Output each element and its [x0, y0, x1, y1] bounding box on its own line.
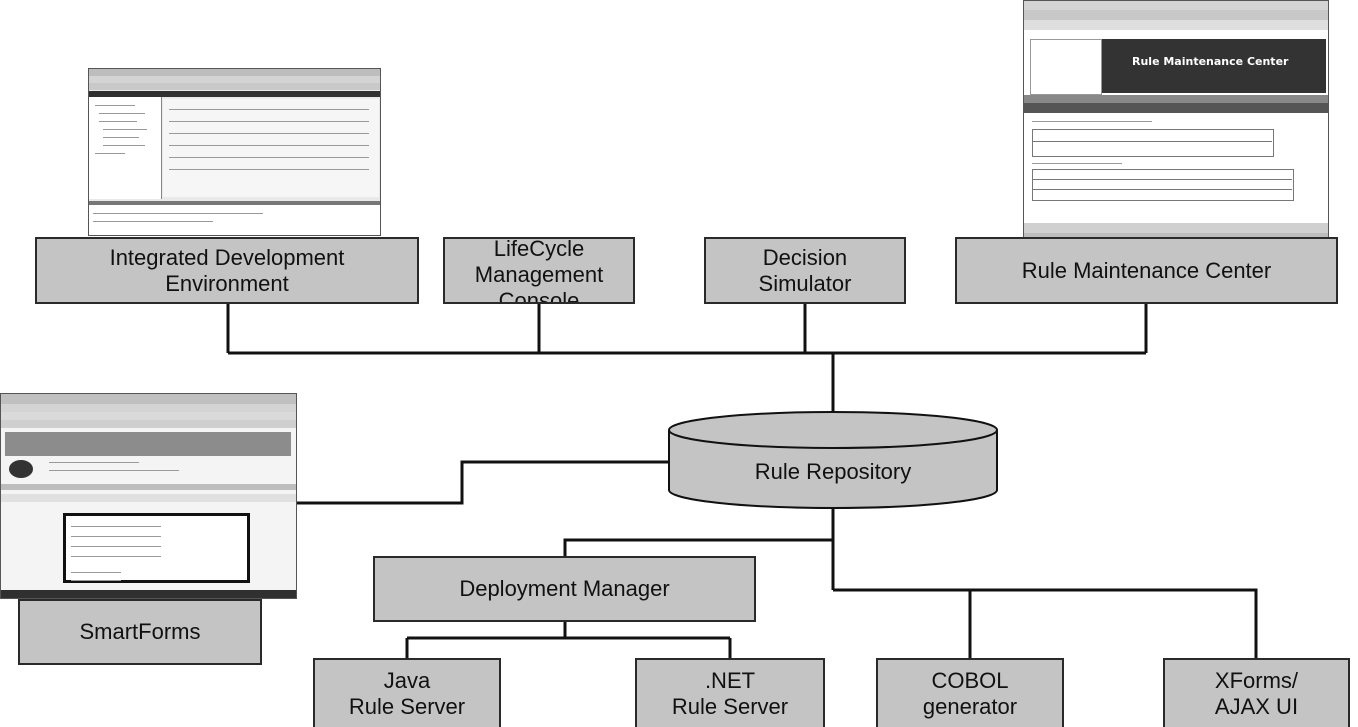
net-rule-server-label: .NET Rule Server: [671, 667, 789, 719]
connector-generators-bus: [833, 588, 1258, 658]
lifecycle-management-console-box: LifeCycle Management Console: [443, 237, 635, 304]
java-rule-server-box: Java Rule Server: [313, 658, 501, 727]
deployment-manager-box: Deployment Manager: [373, 556, 756, 622]
java-rule-server-label: Java Rule Server: [348, 667, 466, 719]
connector-smartforms: [297, 460, 668, 505]
xforms-ajax-ui-box: XForms/ AJAX UI: [1163, 658, 1350, 727]
rmc-screenshot: Rule Maintenance Center: [1023, 0, 1329, 240]
decision-simulator-box: Decision Simulator: [704, 237, 906, 304]
rule-maintenance-center-label: Rule Maintenance Center: [1021, 257, 1272, 283]
connector-deployment-manager: [563, 538, 833, 556]
rule-repository: Rule Repository: [669, 450, 997, 494]
cobol-generator-label: COBOL generator: [922, 667, 1018, 719]
cobol-generator-box: COBOL generator: [876, 658, 1064, 727]
xforms-ajax-ui-label: XForms/ AJAX UI: [1214, 667, 1299, 719]
deployment-manager-label: Deployment Manager: [459, 576, 670, 601]
lifecycle-label: LifeCycle Management Console: [474, 237, 604, 304]
smartforms-label: SmartForms: [79, 619, 201, 644]
ide-screenshot: [88, 68, 381, 236]
rule-repository-label: Rule Repository: [754, 459, 912, 484]
ide-label: Integrated Development Environment: [109, 244, 345, 296]
smartforms-screenshot: [0, 393, 297, 599]
net-rule-server-box: .NET Rule Server: [635, 658, 825, 727]
rmc-banner-title: Rule Maintenance Center: [1132, 55, 1289, 68]
decision-simulator-label: Decision Simulator: [758, 244, 852, 296]
smartforms-box: SmartForms: [18, 599, 262, 665]
rule-repository-cylinder: [668, 411, 998, 509]
rule-maintenance-center-box: Rule Maintenance Center: [955, 237, 1338, 304]
ide-box: Integrated Development Environment: [35, 237, 419, 304]
